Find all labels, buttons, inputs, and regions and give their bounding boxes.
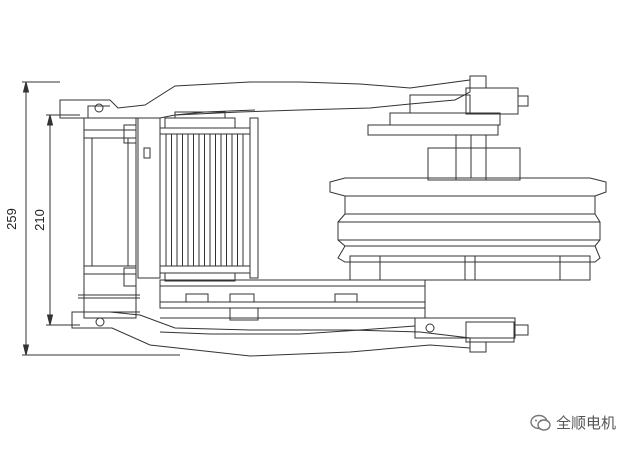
wechat-icon	[530, 414, 551, 431]
watermark: 全顺电机	[530, 412, 616, 433]
left-roller	[72, 117, 140, 319]
dimension-inner-label: 210	[32, 209, 47, 231]
upper-arm	[59, 79, 471, 119]
top-hub	[367, 75, 529, 181]
right-wheel	[329, 177, 607, 281]
bottom-hub	[414, 317, 529, 353]
dimension-inner: 210	[32, 114, 80, 326]
motor-body	[137, 111, 259, 282]
lower-arm	[71, 311, 471, 357]
dimension-overall: 259	[4, 81, 180, 356]
belt-frame	[159, 279, 426, 321]
watermark-text: 全顺电机	[556, 414, 617, 432]
dimension-overall-label: 259	[4, 208, 19, 230]
